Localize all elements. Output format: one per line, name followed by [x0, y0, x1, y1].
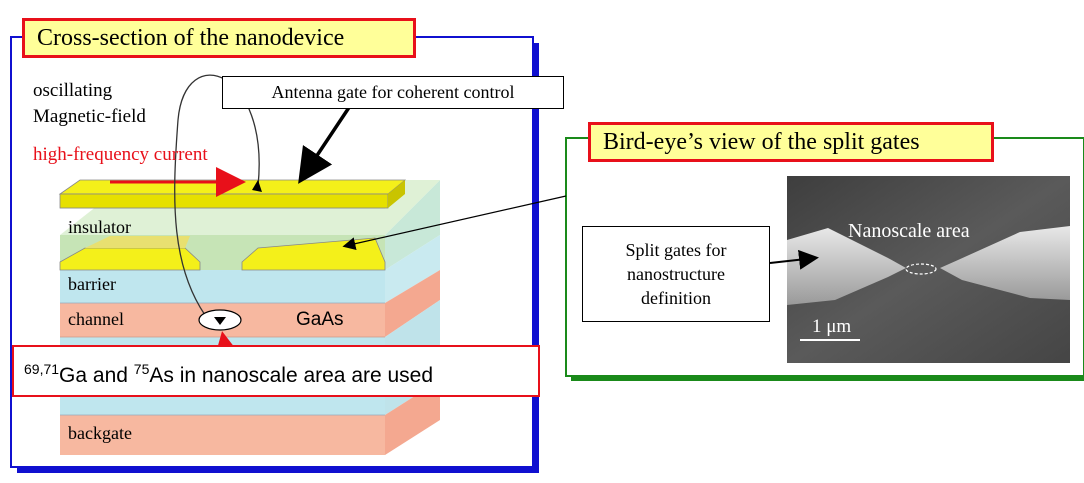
backgate-layer: [60, 415, 385, 455]
antenna-gate-front: [59, 193, 389, 209]
layer-label-barrier: barrier: [68, 274, 116, 294]
nanoscale-area-marker: [905, 263, 937, 275]
electron-marker: [214, 317, 226, 325]
current-label: high-frequency current: [33, 144, 208, 165]
backgate-side: [385, 380, 440, 455]
left-panel-title: Cross-section of the nanodevice: [22, 18, 416, 58]
ga-isotope-superscript: 69,71: [24, 361, 60, 377]
left-panel-title-text: Cross-section of the nanodevice: [37, 25, 345, 51]
split-gate-left-top: [85, 236, 190, 248]
split-gate-left: [59, 247, 201, 271]
layer-label-backgate: backgate: [68, 423, 132, 443]
barrier-layer: [60, 270, 385, 303]
as-isotope-text: As in nanoscale area are used: [149, 364, 434, 387]
right-panel-title-text: Bird-eye’s view of the split gates: [603, 129, 920, 155]
antenna-callout-text: Antenna gate for coherent control: [271, 82, 515, 102]
antenna-callout: Antenna gate for coherent control: [222, 76, 564, 109]
isotope-note: 69,71Ga and 75As in nanoscale area are u…: [12, 345, 540, 397]
sem-pointer: [769, 249, 819, 270]
field-arrowhead: [252, 180, 262, 192]
ga-isotope-text: Ga and: [59, 364, 134, 387]
channel-side: [385, 270, 440, 337]
scale-bar-label: 1 μm: [812, 316, 852, 337]
split-gate-pointer: [342, 195, 567, 251]
sem-right-gate: [940, 226, 1070, 300]
layer-label-gaas: GaAs: [296, 309, 344, 330]
sem-left-gate: [787, 228, 906, 305]
antenna-gate-side: [388, 180, 405, 208]
right-panel-title: Bird-eye’s view of the split gates: [588, 122, 994, 162]
antenna-pointer: [298, 105, 352, 184]
field-label-line1: oscillating: [33, 80, 113, 101]
as-isotope-superscript: 75: [133, 361, 150, 377]
split-gates-callout-text: Split gates for nanostructure definition: [625, 240, 727, 308]
sem-image: [787, 176, 1070, 363]
field-label-line2: Magnetic-field: [33, 106, 146, 127]
layer-label-insulator: insulator: [68, 217, 131, 237]
layer-label-channel: channel: [68, 309, 124, 329]
nanoscale-area-label: Nanoscale area: [848, 220, 970, 242]
split-gates-callout: Split gates for nanostructure definition: [582, 226, 770, 322]
barrier-side: [385, 235, 440, 303]
insulator-side: [385, 180, 440, 270]
